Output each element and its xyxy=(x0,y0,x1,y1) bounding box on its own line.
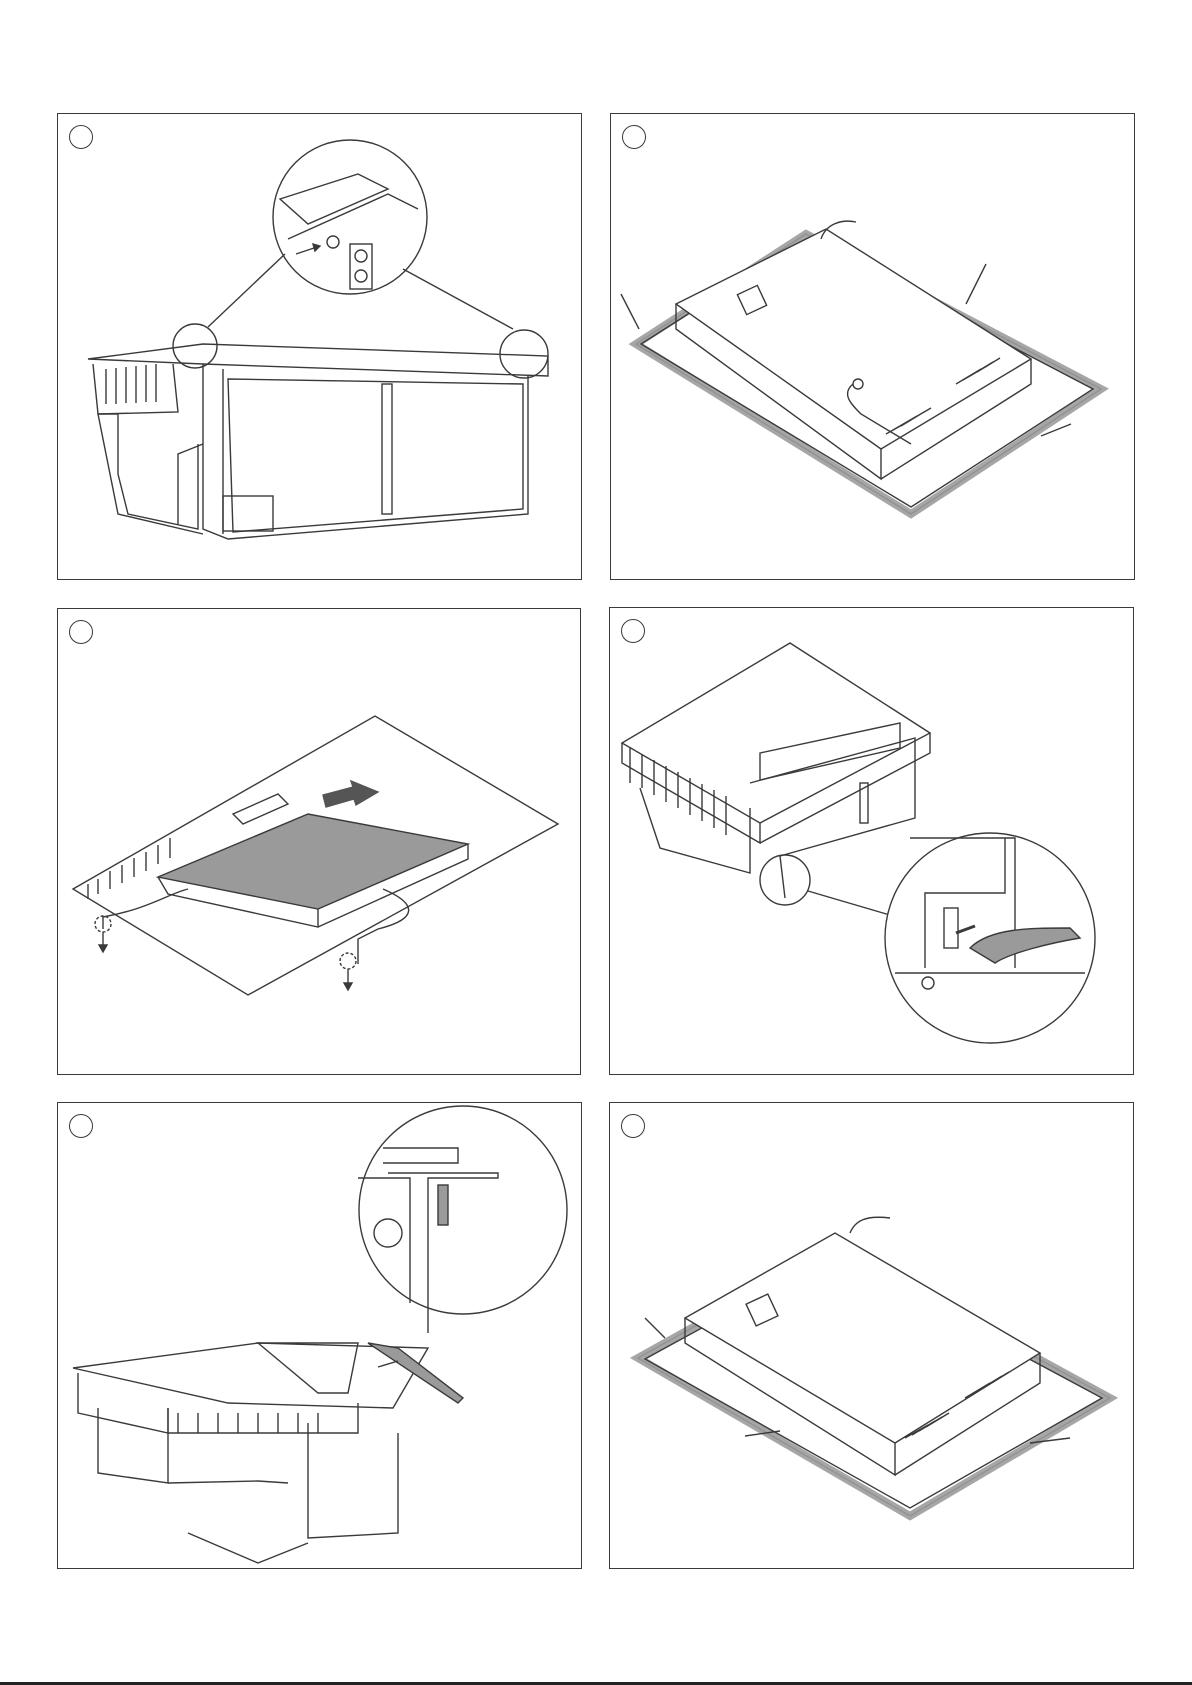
trim-strip-illustration xyxy=(58,1103,583,1570)
hob-seal-illustration xyxy=(611,114,1136,581)
step-panel-3 xyxy=(57,608,581,1075)
hob-seal-final-illustration xyxy=(610,1103,1135,1570)
ribbon-cable-illustration xyxy=(610,608,1135,1076)
underside-unit-illustration xyxy=(58,114,583,581)
step-panel-6 xyxy=(609,1102,1134,1569)
step-panel-4 xyxy=(609,607,1134,1075)
step-panel-5 xyxy=(57,1102,582,1569)
step-panel-2 xyxy=(610,113,1135,580)
slide-hob-illustration xyxy=(58,609,582,1076)
step-panel-1 xyxy=(57,113,582,580)
